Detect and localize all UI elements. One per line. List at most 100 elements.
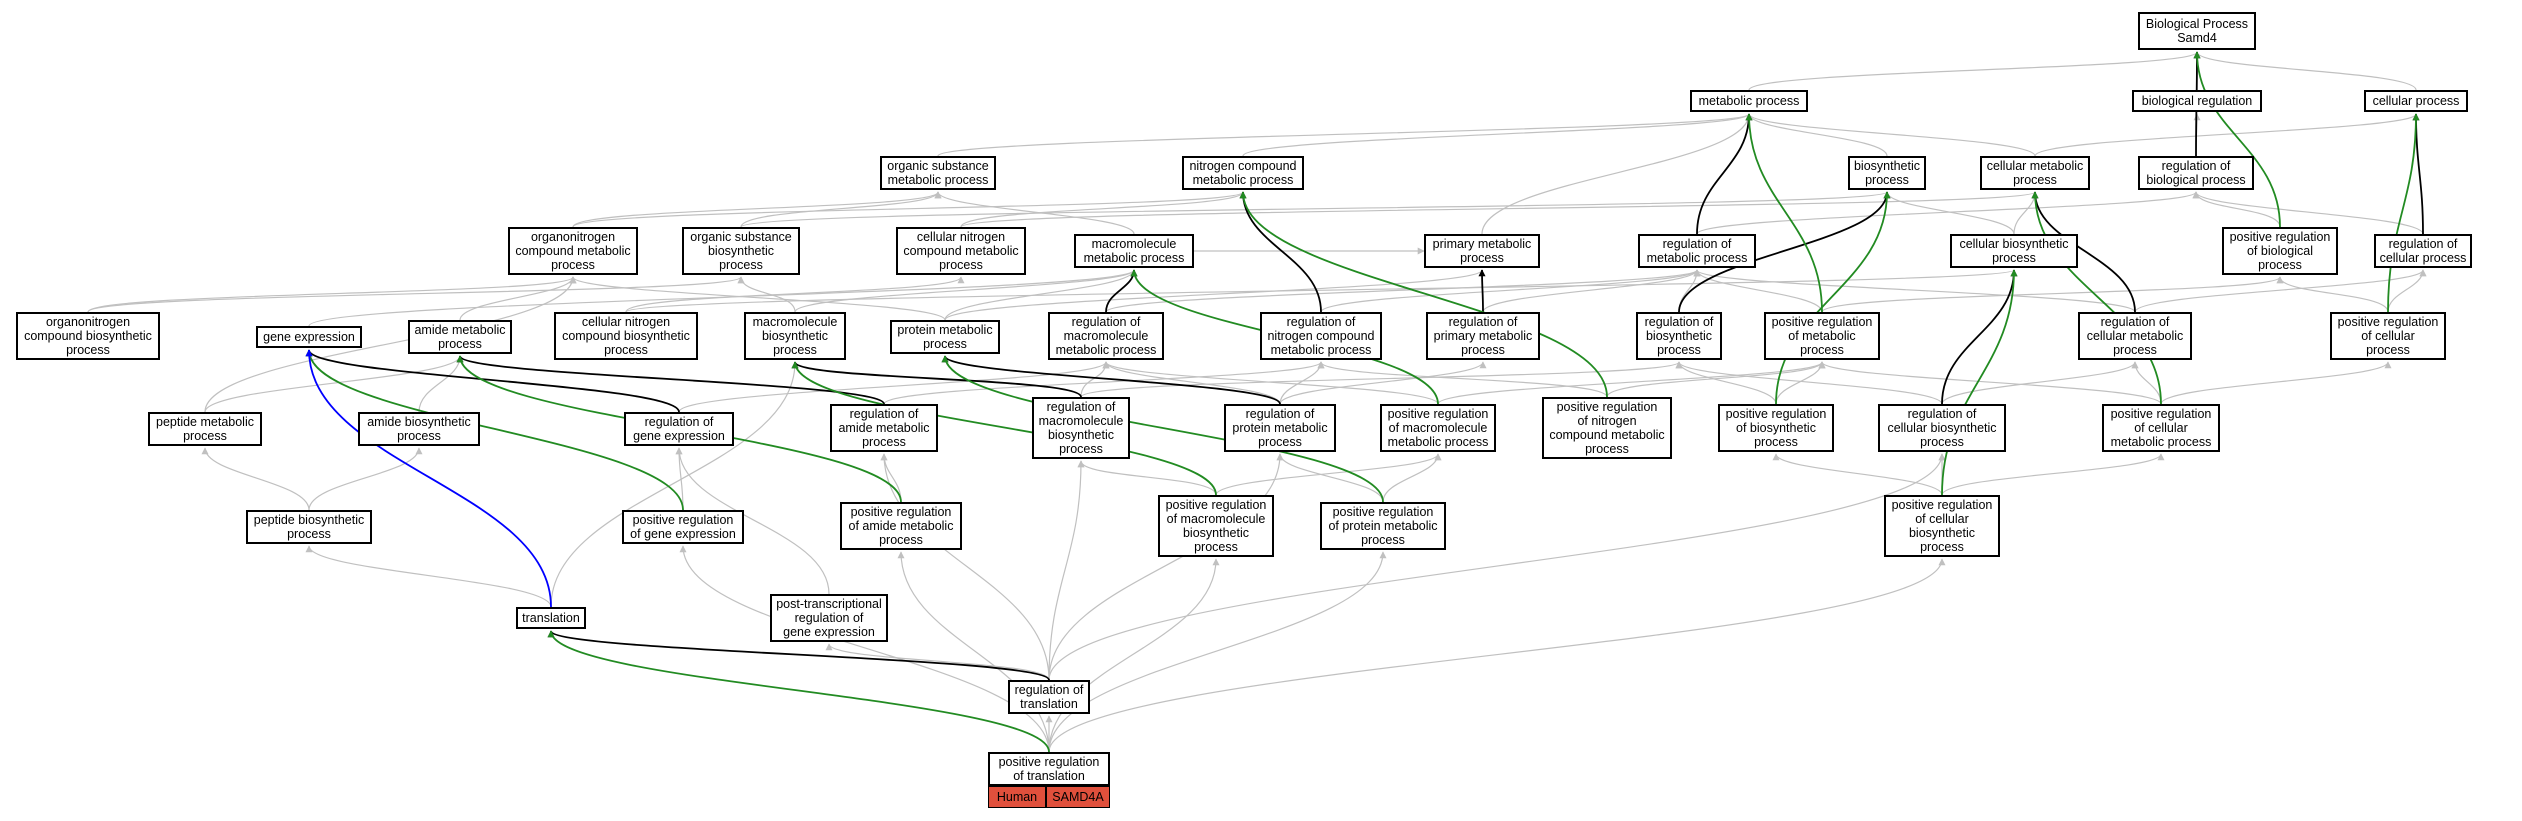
node-positive-regulation-of-biosynthetic-process[interactable]: positive regulation of biosynthetic proc… xyxy=(1718,404,1834,452)
edge-posreg_trans-to-posreg_macro_bio xyxy=(1048,558,1220,753)
node-organonitrogen-compound-biosynthetic-process[interactable]: organonitrogen compound biosynthetic pro… xyxy=(16,312,160,360)
edge-cell_bio-to-cell_met xyxy=(2013,191,2039,235)
edge-peptide_bio-to-amide_bio xyxy=(308,447,423,511)
edge-posreg_cell_bio-to-cell_bio xyxy=(1941,269,2018,496)
node-macromolecule-biosynthetic-process[interactable]: macromolecule biosynthetic process xyxy=(744,312,846,360)
edge-posreg_protein-to-protein_met xyxy=(941,355,1384,503)
node-positive-regulation-of-cellular-biosynthetic-process[interactable]: positive regulation of cellular biosynth… xyxy=(1884,495,2000,557)
node-regulation-of-cellular-process[interactable]: regulation of cellular process xyxy=(2374,234,2472,268)
edge-peptide_bio-to-peptide_met xyxy=(201,447,310,511)
node-regulation-of-gene-expression[interactable]: regulation of gene expression xyxy=(624,412,734,446)
node-regulation-of-cellular-metabolic-process[interactable]: regulation of cellular metabolic process xyxy=(2078,312,2192,360)
node-regulation-of-macromolecule-metabolic-process[interactable]: regulation of macromolecule metabolic pr… xyxy=(1048,312,1164,360)
node-positive-regulation-of-amide-metabolic-process[interactable]: positive regulation of amide metabolic p… xyxy=(840,502,962,550)
gene-tag: SAMD4A xyxy=(1046,786,1110,808)
node-biological-regulation[interactable]: biological regulation xyxy=(2132,90,2262,112)
edge-cellnitro_met-to-nitro_met xyxy=(960,191,1247,228)
edge-cellnitro_bio-to-cell_bio xyxy=(625,269,2018,313)
edge-reg_trans-to-translation xyxy=(547,630,1050,681)
edge-reg_gene-to-reg_macro_met xyxy=(678,361,1110,413)
edge-primary_met-to-metabolic xyxy=(1481,113,1753,235)
node-peptide-biosynthetic-process[interactable]: peptide biosynthetic process xyxy=(246,510,372,544)
edge-posreg_protein-to-reg_protein xyxy=(1276,453,1384,503)
edge-reg_nitro-to-nitro_met xyxy=(1239,191,1322,313)
edge-posreg_nitro-to-nitro_met xyxy=(1239,191,1608,398)
node-organic-substance-biosynthetic-process[interactable]: organic substance biosynthetic process xyxy=(682,227,800,275)
edge-reg_met-to-reg_bio xyxy=(1696,191,2200,235)
node-protein-metabolic-process[interactable]: protein metabolic process xyxy=(890,320,1000,354)
edge-macro_met-to-orgsub_met xyxy=(934,191,1135,235)
edge-biosyn-to-metabolic xyxy=(1745,113,1888,157)
edge-orgsub_bio-to-biosyn xyxy=(740,191,1891,228)
edge-posreg_nitro-to-posreg_met xyxy=(1606,361,1826,398)
node-regulation-of-amide-metabolic-process[interactable]: regulation of amide metabolic process xyxy=(830,404,938,452)
edge-posreg_cell_bio-to-posreg_biosyn xyxy=(1772,453,1943,496)
edge-posreg_cell-to-posreg_bio xyxy=(2276,276,2389,313)
edge-reg_macro_met-to-reg_met xyxy=(1105,269,1701,313)
node-regulation-of-protein-metabolic-process[interactable]: regulation of protein metabolic process xyxy=(1224,404,1336,452)
edge-reg_macro_bio-to-reg_biosyn xyxy=(1080,361,1683,398)
edge-reg_cell_bio-to-reg_biosyn xyxy=(1675,361,1943,405)
edge-reg_cell-to-reg_bio xyxy=(2192,191,2424,235)
node-metabolic-process[interactable]: metabolic process xyxy=(1690,90,1808,112)
edge-reg_cell_bio-to-cell_bio xyxy=(1941,269,2018,405)
edge-posreg_cell_met-to-posreg_met xyxy=(1818,361,2162,405)
node-nitrogen-compound-metabolic-process[interactable]: nitrogen compound metabolic process xyxy=(1182,156,1304,190)
node-regulation-of-cellular-biosynthetic-process[interactable]: regulation of cellular biosynthetic proc… xyxy=(1878,404,2006,452)
edge-orgsub_bio-to-orgsub_met xyxy=(740,191,942,228)
node-positive-regulation-of-protein-metabolic-process[interactable]: positive regulation of protein metabolic… xyxy=(1320,502,1446,550)
edge-reg_macro_bio-to-macro_bio xyxy=(791,361,1082,398)
node-cellular-metabolic-process[interactable]: cellular metabolic process xyxy=(1980,156,2090,190)
edge-metabolic-to-root xyxy=(1748,51,2201,91)
node-peptide-metabolic-process[interactable]: peptide metabolic process xyxy=(148,412,262,446)
node-positive-regulation-of-gene-expression[interactable]: positive regulation of gene expression xyxy=(622,510,744,544)
edge-posreg_trans-to-posreg_amide xyxy=(897,551,1050,753)
node-positive-regulation-of-cellular-process[interactable]: positive regulation of cellular process xyxy=(2330,312,2446,360)
node-macromolecule-metabolic-process[interactable]: macromolecule metabolic process xyxy=(1074,234,1194,268)
node-regulation-of-biosynthetic-process[interactable]: regulation of biosynthetic process xyxy=(1636,312,1722,360)
edge-orgsub_met-to-metabolic xyxy=(937,113,1753,157)
node-positive-regulation-of-nitrogen-compound-metabolic-process[interactable]: positive regulation of nitrogen compound… xyxy=(1542,397,1672,459)
node-primary-metabolic-process[interactable]: primary metabolic process xyxy=(1424,234,1540,268)
node-biosynthetic-process[interactable]: biosynthetic process xyxy=(1848,156,1926,190)
node-positive-regulation-of-macromolecule-biosynthetic-process[interactable]: positive regulation of macromolecule bio… xyxy=(1158,495,1274,557)
node-regulation-of-translation[interactable]: regulation of translation xyxy=(1008,680,1090,714)
edge-posreg_cell_met-to-posreg_cell xyxy=(2160,361,2392,405)
node-regulation-of-macromolecule-biosynthetic-process[interactable]: regulation of macromolecule biosynthetic… xyxy=(1032,397,1130,459)
edge-reg_trans-to-reg_macro_bio xyxy=(1048,460,1085,681)
node-regulation-of-nitrogen-compound-metabolic-process[interactable]: regulation of nitrogen compound metaboli… xyxy=(1260,312,1382,360)
node-regulation-of-metabolic-process[interactable]: regulation of metabolic process xyxy=(1638,234,1756,268)
edge-reg_macro_bio-to-reg_macro_met xyxy=(1080,361,1110,398)
node-cellular-biosynthetic-process[interactable]: cellular biosynthetic process xyxy=(1950,234,2078,268)
edge-amide_bio-to-amide_met xyxy=(418,355,464,413)
edge-posreg_cell-to-reg_cell xyxy=(2387,269,2427,313)
node-organic-substance-metabolic-process[interactable]: organic substance metabolic process xyxy=(880,156,996,190)
edge-posreg_gene-to-gene_expr xyxy=(305,349,684,511)
node-positive-regulation-of-macromolecule-metabolic-process[interactable]: positive regulation of macromolecule met… xyxy=(1380,404,1496,452)
edge-posreg_cell_bio-to-posreg_cell_met xyxy=(1941,453,2165,496)
node-amide-metabolic-process[interactable]: amide metabolic process xyxy=(408,320,512,354)
node-gene-expression[interactable]: gene expression xyxy=(256,326,362,348)
edge-reg_cell-to-cellular xyxy=(2412,113,2424,235)
edge-cell_met-to-metabolic xyxy=(1745,113,2036,157)
node-translation[interactable]: translation xyxy=(516,607,586,629)
node-positive-regulation-of-translation[interactable]: positive regulation of translation xyxy=(988,752,1110,786)
edge-posreg_cell_met-to-cell_met xyxy=(2031,191,2162,405)
node-cellular-process[interactable]: cellular process xyxy=(2364,90,2468,112)
edge-reg_cell_met-to-reg_cell xyxy=(2134,269,2427,313)
node-regulation-of-biological-process[interactable]: regulation of biological process xyxy=(2138,156,2254,190)
node-positive-regulation-of-cellular-metabolic-process[interactable]: positive regulation of cellular metaboli… xyxy=(2102,404,2220,452)
edge-posreg_macro_bio-to-posreg_macro_met xyxy=(1215,453,1442,496)
edge-peptide_met-to-orgnitro_met xyxy=(204,276,577,413)
node-amide-biosynthetic-process[interactable]: amide biosynthetic process xyxy=(358,412,480,446)
edge-cellnitro_met-to-cell_met xyxy=(960,191,2039,228)
node-cellular-nitrogen-compound-biosynthetic-process[interactable]: cellular nitrogen compound biosynthetic … xyxy=(554,312,698,360)
node-positive-regulation-of-metabolic-process[interactable]: positive regulation of metabolic process xyxy=(1764,312,1880,360)
node-regulation-of-primary-metabolic-process[interactable]: regulation of primary metabolic process xyxy=(1426,312,1540,360)
node-cellular-nitrogen-compound-metabolic-process[interactable]: cellular nitrogen compound metabolic pro… xyxy=(896,227,1026,275)
node-post-transcriptional-regulation-of-gene-expression[interactable]: post-transcriptional regulation of gene … xyxy=(770,594,888,642)
node-positive-regulation-of-biological-process[interactable]: positive regulation of biological proces… xyxy=(2222,227,2338,275)
node-organonitrogen-compound-metabolic-process[interactable]: organonitrogen compound metabolic proces… xyxy=(508,227,638,275)
node-biological-process-samd4[interactable]: Biological Process Samd4 xyxy=(2138,12,2256,50)
edge-reg_cell_bio-to-reg_cell_met xyxy=(1941,361,2139,405)
